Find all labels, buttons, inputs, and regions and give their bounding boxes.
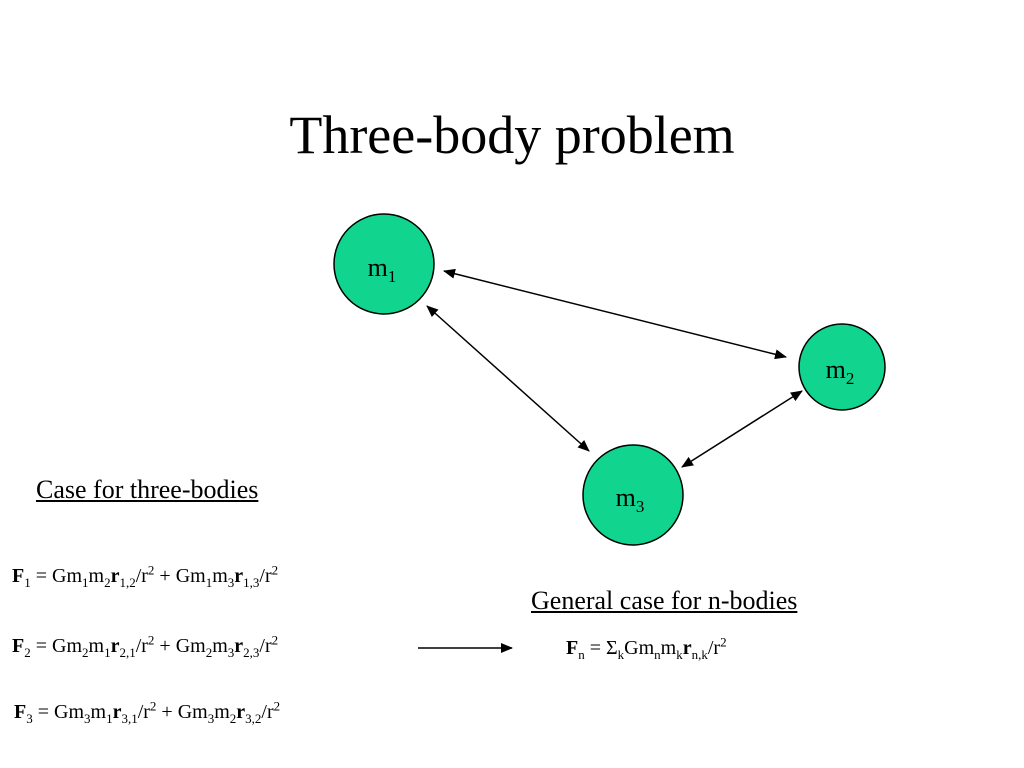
equation-f3: F3 = Gm3m1r3,1/r2 + Gm3m2r3,2/r2 — [14, 698, 281, 726]
three-body-case-heading: Case for three-bodies — [36, 475, 259, 504]
body-m3: m3 — [582, 444, 684, 546]
body-m3-label: m3 — [616, 483, 645, 516]
body-m3-circle — [582, 444, 684, 546]
body-m1: m1 — [333, 213, 435, 315]
equation-f1: F1 = Gm1m2r1,2/r2 + Gm1m3r1,3/r2 — [12, 562, 279, 590]
body-m1-circle — [333, 213, 435, 315]
arrow-m2-m3 — [681, 390, 803, 468]
equation-fn: Fn = ΣkGmnmkrn,k/r2 — [566, 634, 727, 662]
slide-title: Three-body problem — [289, 105, 735, 165]
arrow-m1-m2 — [443, 268, 787, 360]
body-m2-circle — [798, 323, 886, 411]
arrow-m1-m3 — [426, 305, 590, 452]
body-m1-label: m1 — [368, 253, 397, 286]
body-m2: m2 — [798, 323, 886, 411]
n-body-case-heading: General case for n-bodies — [531, 586, 798, 615]
equation-f2: F2 = Gm2m1r2,1/r2 + Gm2m3r2,3/r2 — [12, 632, 279, 660]
body-m2-label: m2 — [826, 355, 855, 388]
